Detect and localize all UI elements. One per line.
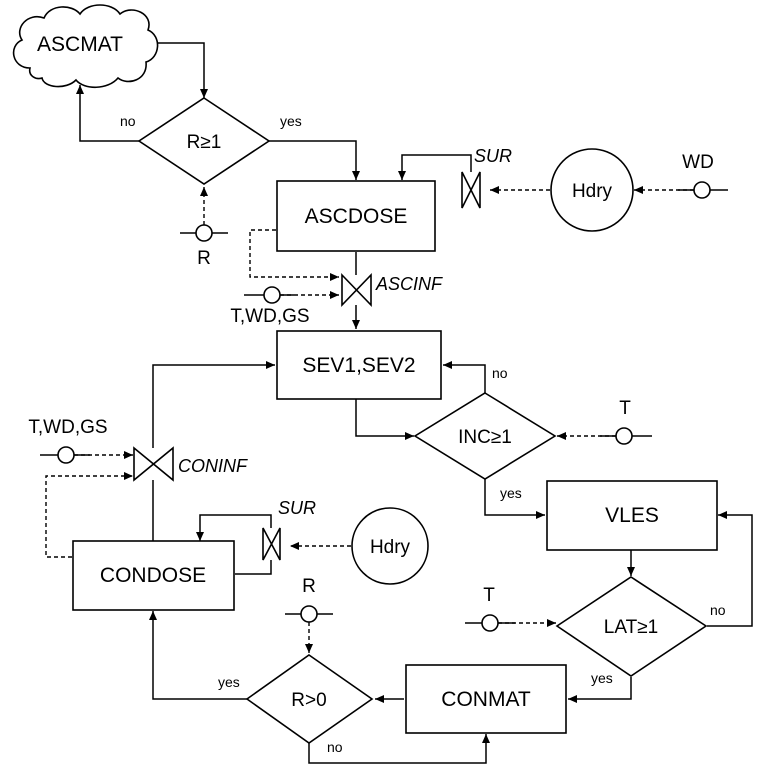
solid-connectors <box>76 42 753 764</box>
input-label-r-bottom: R <box>302 576 316 597</box>
edge-label-no-inc: no <box>492 365 508 381</box>
input-label-t-inc: T <box>619 398 631 419</box>
box-sev: SEV1,SEV2 <box>276 330 442 400</box>
valve-coninf <box>133 446 174 482</box>
ascmat-label: ASCMAT <box>37 33 123 56</box>
edge-label-no-r-gt-0: no <box>327 739 343 755</box>
input-terminal-t-inc <box>600 427 652 445</box>
input-label-t-lat: T <box>483 585 495 606</box>
box-conmat: CONMAT <box>405 664 567 734</box>
inc-label: INC≥1 <box>458 427 512 448</box>
edge-label-no-r-ge-1: no <box>120 113 136 129</box>
input-terminal-t-wd-gs-top <box>244 286 294 304</box>
box-ascdose: ASCDOSE <box>276 180 436 252</box>
conmat-label: CONMAT <box>441 688 531 711</box>
input-terminal-r-top <box>180 224 228 242</box>
decision-r-ge-1: R≥1 <box>137 97 271 185</box>
edge-label-yes-lat: yes <box>591 670 613 686</box>
edge-label-yes-r-ge-1: yes <box>280 113 302 129</box>
input-label-t-wd-gs-top: T,WD,GS <box>230 306 309 327</box>
input-terminal-wd <box>678 181 728 199</box>
valve-sur-bottom <box>262 527 281 561</box>
input-terminal-t-wd-gs-left <box>40 446 90 464</box>
valve-sur-top <box>461 171 481 209</box>
decision-r-gt-0: R>0 <box>245 654 374 744</box>
edge-label-yes-inc: yes <box>500 485 522 501</box>
input-terminal-t-lat <box>465 614 515 632</box>
input-terminal-r-bottom <box>285 605 333 623</box>
edge-label-yes-r-gt-0: yes <box>218 674 240 690</box>
cloud-ascmat: ASCMAT <box>12 4 159 89</box>
circle-hdry-top: Hdry <box>550 148 634 232</box>
input-label-t-wd-gs-left: T,WD,GS <box>28 417 107 438</box>
valve-label-sur-top: SUR <box>474 146 512 166</box>
valve-label-sur-bottom: SUR <box>278 498 316 518</box>
lat-label: LAT≥1 <box>604 617 658 638</box>
valves <box>133 171 481 561</box>
box-vles: VLES <box>546 480 718 551</box>
input-label-r-top: R <box>197 248 211 269</box>
decision-inc: INC≥1 <box>413 392 557 480</box>
r-ge-1-label: R≥1 <box>187 132 222 153</box>
ascdose-label: ASCDOSE <box>305 205 408 228</box>
vles-label: VLES <box>605 504 659 527</box>
hdry-top-label: Hdry <box>572 181 613 202</box>
hdry-bottom-label: Hdry <box>370 537 411 558</box>
box-condose: CONDOSE <box>72 540 235 611</box>
circle-hdry-bottom: Hdry <box>351 507 429 585</box>
sev-label: SEV1,SEV2 <box>302 354 415 377</box>
input-terminals <box>40 181 728 632</box>
valve-ascinf <box>341 273 372 307</box>
valve-label-ascinf: ASCINF <box>375 274 443 294</box>
input-label-wd: WD <box>682 152 714 173</box>
valve-label-coninf: CONINF <box>178 456 248 476</box>
condose-label: CONDOSE <box>100 564 206 587</box>
decision-lat: LAT≥1 <box>555 576 708 677</box>
r-gt-0-label: R>0 <box>291 690 326 711</box>
edge-label-no-lat: no <box>710 602 726 618</box>
